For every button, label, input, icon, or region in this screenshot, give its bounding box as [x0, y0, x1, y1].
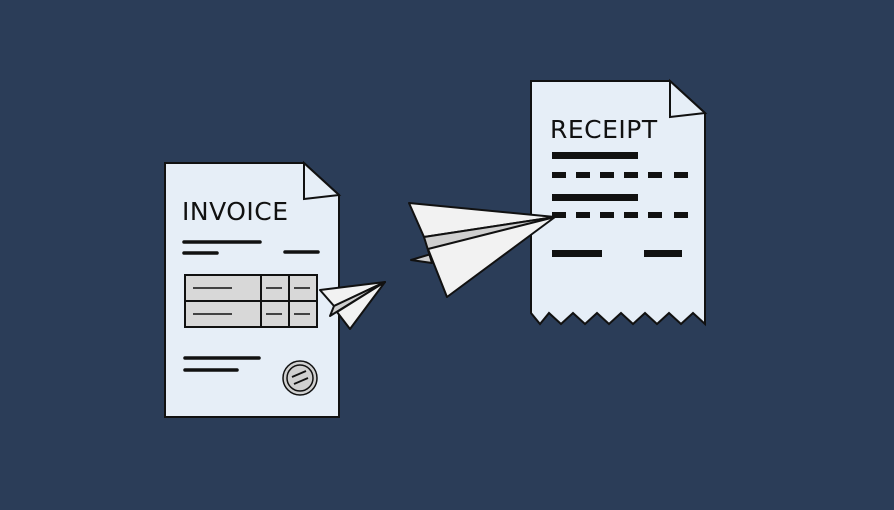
page-fold-icon	[669, 78, 708, 119]
dashed-line	[552, 172, 688, 178]
paper-plane-icon	[319, 281, 386, 330]
invoice-title: INVOICE	[182, 197, 289, 226]
receipt-title: RECEIPT	[550, 115, 658, 144]
receipt-document: RECEIPT	[530, 78, 708, 327]
paper-plane-icon	[408, 202, 556, 298]
invoice-document: INVOICE	[164, 160, 342, 418]
page-fold-icon	[303, 160, 342, 201]
dashed-line	[552, 212, 688, 218]
invoice-table	[184, 274, 318, 328]
stamp-icon	[282, 360, 318, 396]
